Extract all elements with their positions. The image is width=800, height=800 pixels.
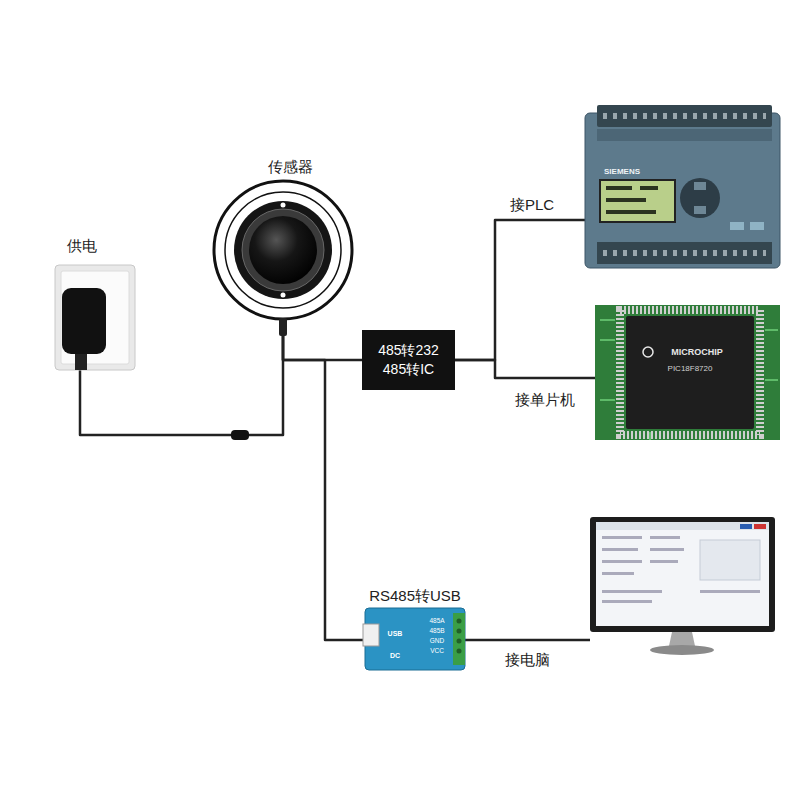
node-heading: 接电脑 xyxy=(505,651,550,669)
ring-sensor-art-part xyxy=(281,203,286,208)
ring-sensor-art-part xyxy=(281,293,286,298)
monitor-art-part xyxy=(650,560,678,563)
usb-module-art-part xyxy=(457,619,462,624)
usb-module-art-part xyxy=(457,629,462,634)
chip-board-art xyxy=(595,305,780,440)
chip-board-art-part xyxy=(620,310,760,435)
plc-art-part xyxy=(680,178,720,218)
monitor-art-part xyxy=(754,524,766,529)
plc-art-part xyxy=(597,105,772,127)
signal-wire xyxy=(283,320,362,360)
signal-wire xyxy=(283,320,365,640)
plc-art-part xyxy=(597,242,772,264)
printed-label: MICROCHIP xyxy=(671,348,723,357)
signal-wire xyxy=(455,360,595,378)
usb-module-art-part xyxy=(457,639,462,644)
ring-sensor-art-part xyxy=(234,201,332,299)
plc-art-part xyxy=(730,222,744,230)
signal-wire xyxy=(455,220,585,360)
monitor-art-part xyxy=(669,632,695,646)
box-text: 485转IC xyxy=(383,360,434,379)
plc-art-part xyxy=(694,182,706,190)
cable-connector xyxy=(231,430,249,440)
ring-sensor-art xyxy=(214,181,352,336)
node-heading: RS485转USB xyxy=(369,587,461,605)
node-heading: 传感器 xyxy=(268,158,313,176)
monitor-art-part xyxy=(650,536,680,539)
printed-label: USB xyxy=(388,630,403,637)
chip-board-art-part xyxy=(626,316,754,429)
power-socket-art-part xyxy=(55,265,135,370)
plc-art-part xyxy=(603,250,766,256)
monitor-art xyxy=(590,517,775,655)
usb-module-art-part xyxy=(457,649,462,654)
ring-sensor-art-part xyxy=(225,192,341,308)
printed-label: SIEMENS xyxy=(604,168,640,176)
printed-label: PIC18F8720 xyxy=(668,365,713,373)
node-heading: 接PLC xyxy=(510,196,554,214)
computer-monitor: 接电脑 xyxy=(590,517,775,657)
ring-sensor-art-part xyxy=(279,318,287,336)
monitor-art-part xyxy=(740,524,752,529)
monitor-art-part xyxy=(700,540,760,580)
monitor-art-part xyxy=(602,590,662,593)
plc-art-part xyxy=(640,186,658,190)
ring-sensor-art-part xyxy=(242,209,324,291)
signal-wire xyxy=(465,639,590,642)
usb-module-art-part xyxy=(365,608,465,670)
chip-board-art-part xyxy=(595,305,780,440)
power-socket: 供电 xyxy=(55,265,135,370)
usb-converter-module: RS485转USB xyxy=(365,608,465,670)
cable-connector-part xyxy=(231,430,249,440)
plc-art-part xyxy=(597,129,772,141)
plc-art-part xyxy=(603,113,766,119)
printed-label: 485B xyxy=(429,628,444,635)
box-text: 485转232 xyxy=(378,341,439,360)
plc-art-part xyxy=(606,210,656,214)
ring-sensor-art-part xyxy=(249,216,317,284)
monitor-art-part xyxy=(602,548,638,551)
monitor-art-part xyxy=(596,522,769,530)
ring-sensor-art-part xyxy=(214,181,352,319)
usb-module-art-part xyxy=(453,613,465,665)
node-heading: 供电 xyxy=(67,237,97,255)
plc-art-part xyxy=(694,206,706,214)
chip-board-art-part xyxy=(643,347,653,357)
monitor-art-part xyxy=(602,600,652,603)
plc-art-part xyxy=(600,180,675,222)
power-socket-art xyxy=(55,265,135,370)
printed-label: 485A xyxy=(429,618,444,625)
usb-module-art xyxy=(363,608,465,670)
monitor-art-part xyxy=(650,645,714,655)
monitor-art-part xyxy=(602,560,642,563)
plc-art-part xyxy=(606,198,646,202)
monitor-art-part xyxy=(596,522,769,626)
power-socket-art-part xyxy=(61,271,129,364)
monitor-art-part xyxy=(602,572,634,575)
printed-label: GND xyxy=(430,638,444,645)
monitor-art-part xyxy=(650,548,684,551)
plc-art xyxy=(585,105,780,268)
converter-box: 485转232485转IC xyxy=(362,330,455,390)
monitor-art-part xyxy=(602,536,642,539)
usb-module-art-part xyxy=(363,624,379,646)
plc-unit: 接PLC xyxy=(585,105,780,270)
printed-label: DC xyxy=(390,652,400,659)
plc-art-part xyxy=(750,222,764,230)
plc-art-part xyxy=(606,186,632,190)
power-socket-art-part xyxy=(62,288,106,354)
monitor-art-part xyxy=(590,517,775,632)
monitor-art-part xyxy=(700,590,760,593)
node-heading: 接单片机 xyxy=(515,391,575,409)
printed-label: VCC xyxy=(430,648,444,655)
power-socket-art-part xyxy=(75,354,87,370)
ring-sensor: 传感器 xyxy=(213,180,353,320)
plc-art-part xyxy=(585,113,780,268)
